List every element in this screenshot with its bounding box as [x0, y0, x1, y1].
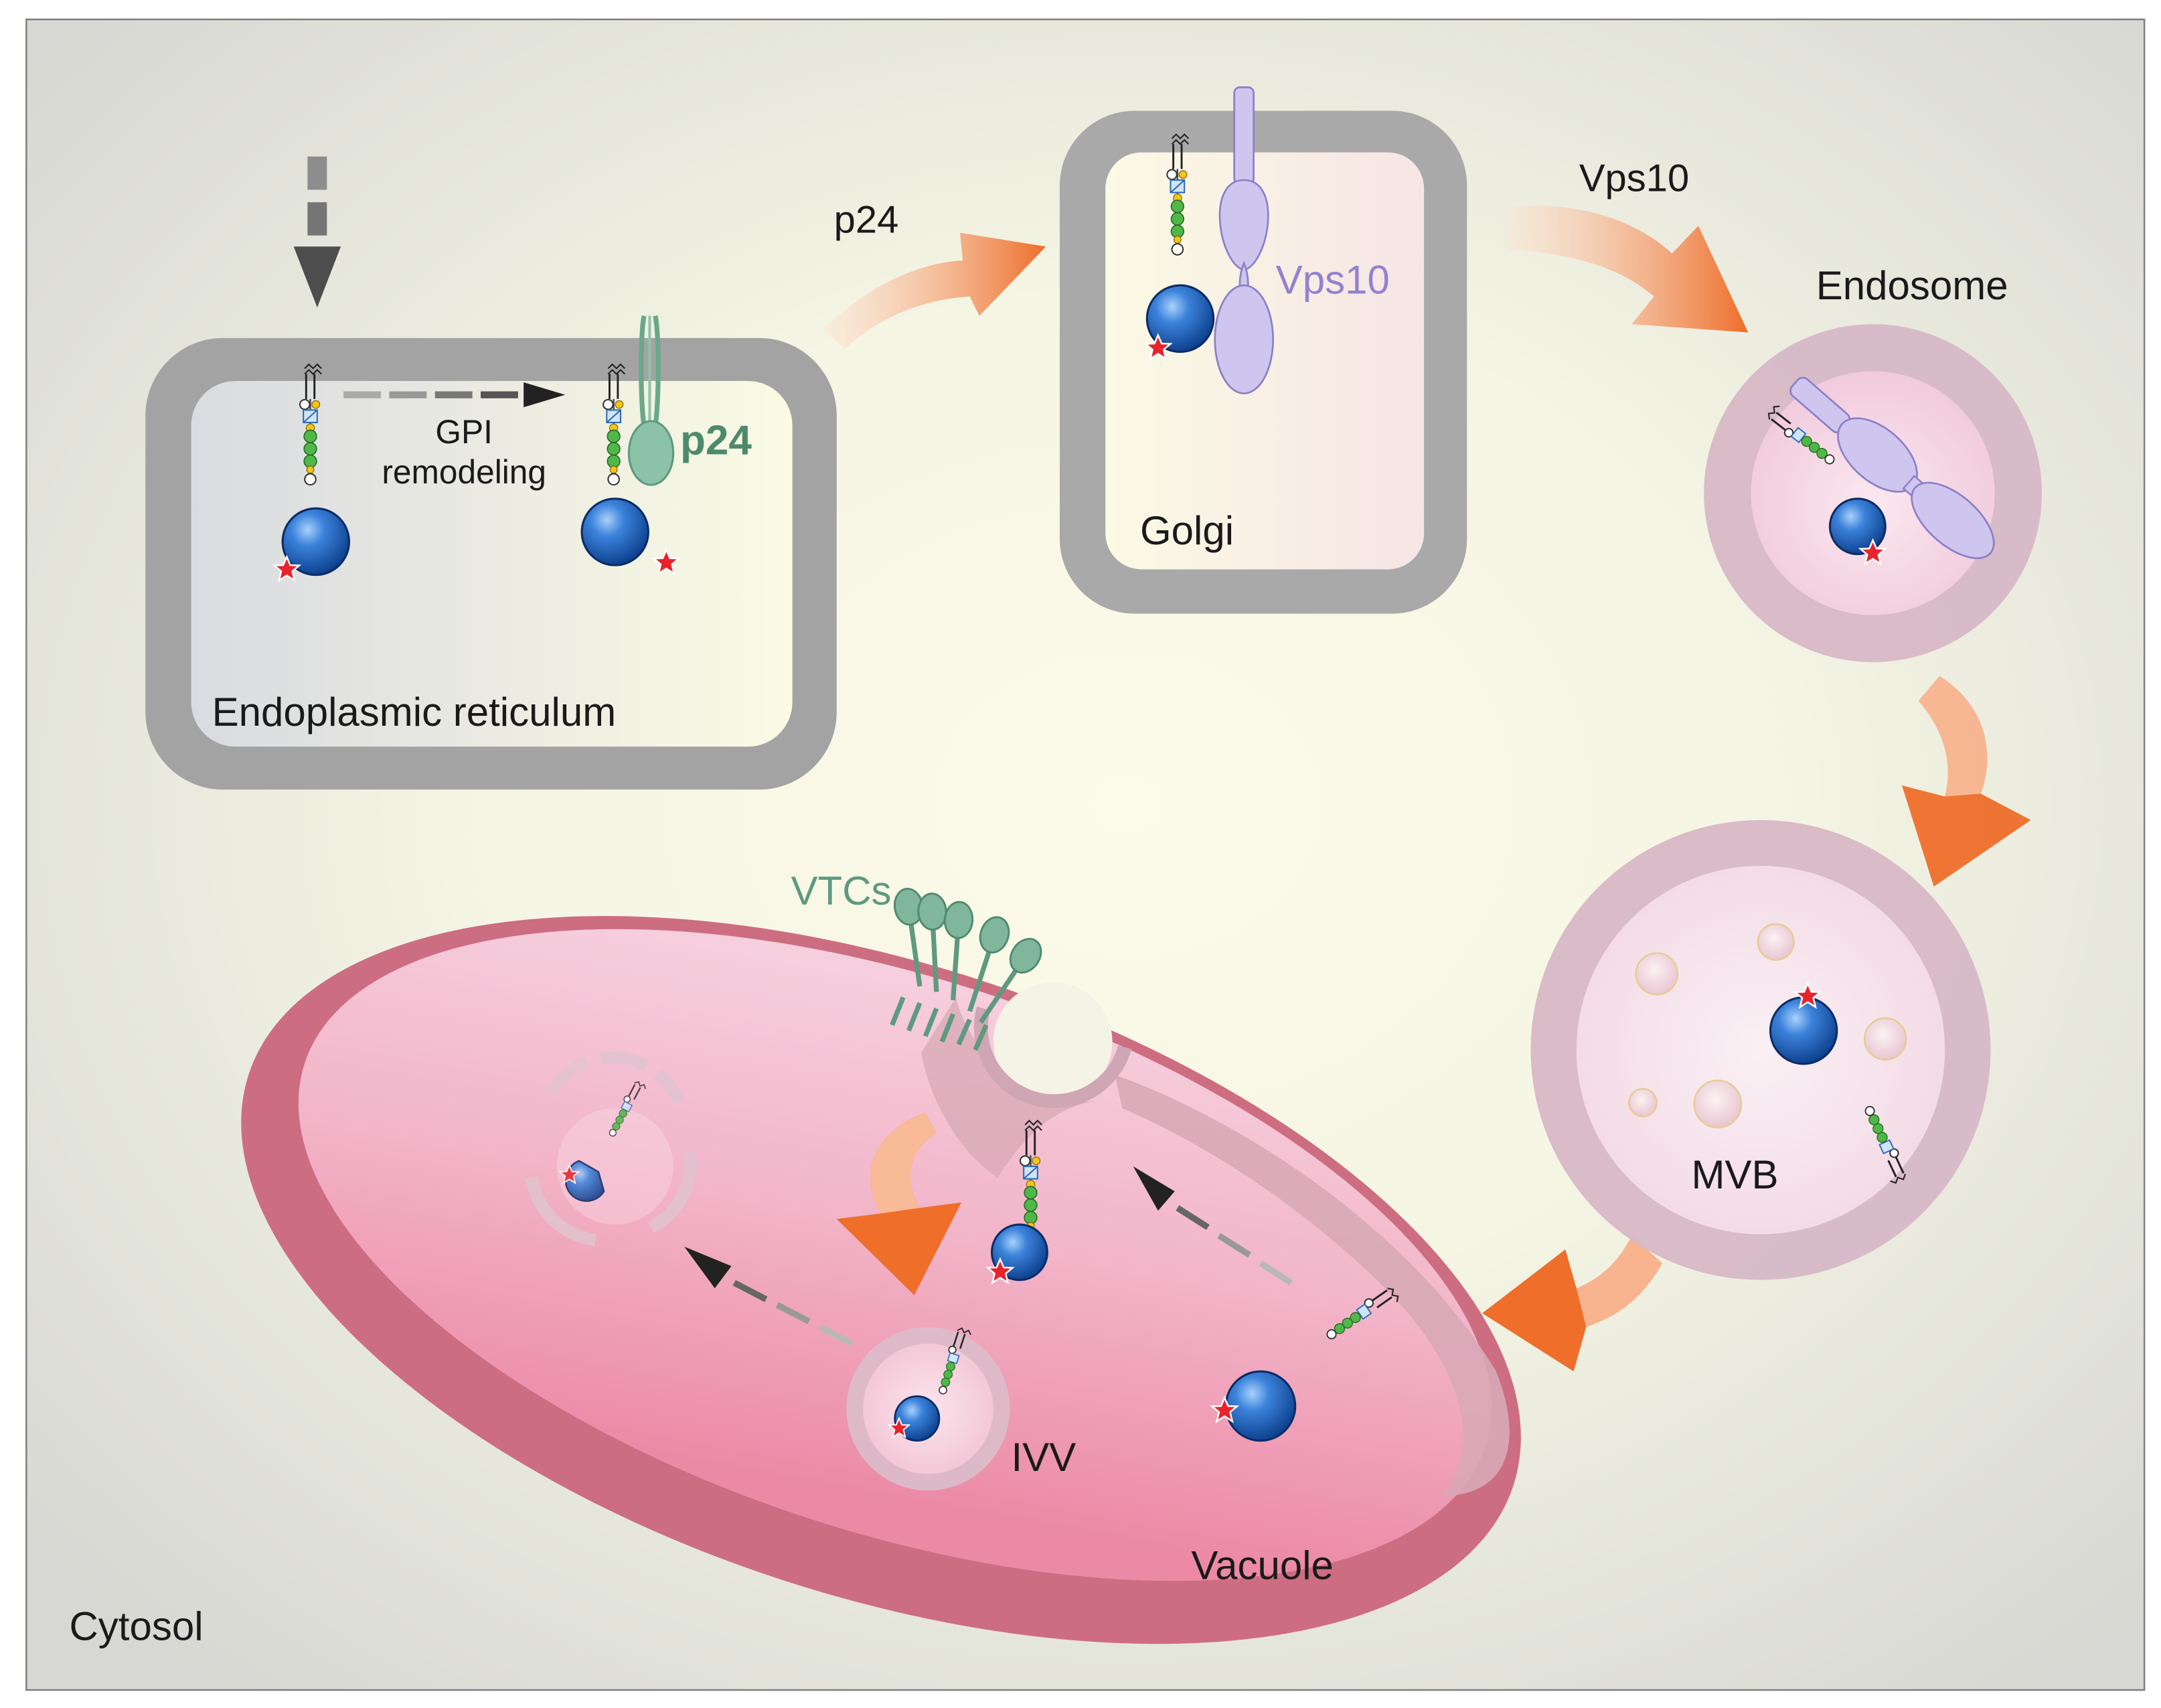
- arrow-endosome-to-mvb: [1902, 676, 2031, 887]
- endosome: [1704, 324, 2043, 662]
- er-label: Endoplasmic reticulum: [212, 690, 617, 734]
- mvb-cargo: [1769, 982, 1911, 1186]
- endosome-cargo: [1763, 402, 1887, 565]
- arrow-mvb-to-vacuole: [1482, 1235, 1663, 1372]
- vacuole-membrane-invagination: [973, 982, 1132, 1108]
- dashed-arrow-to-invagination: [1133, 1166, 1293, 1286]
- ivv: [846, 1325, 1010, 1491]
- arrow-golgi-to-endosome: [1507, 206, 1749, 333]
- ivv-label: IVV: [1012, 1435, 1076, 1480]
- arrow-er-to-golgi: [823, 232, 1046, 350]
- vps10-golgi-label: Vps10: [1276, 258, 1390, 303]
- gpi-remodeling-arrow: [343, 382, 566, 408]
- vps10-receptor-golgi: [1214, 86, 1274, 394]
- vacuole-membrane-cargo: [1211, 1282, 1402, 1442]
- p24-label: p24: [680, 418, 752, 464]
- vps10-arrow-label: Vps10: [1579, 157, 1689, 200]
- er-cargo-premature: [273, 363, 350, 582]
- vtc-complex: [890, 887, 1048, 1051]
- er-cargo-remodeled: [580, 363, 680, 574]
- golgi-cargo: [1145, 133, 1215, 360]
- mvb-intraluminal-vesicles: [1628, 923, 1907, 1129]
- vps10-receptor-endosome: [1789, 376, 1995, 560]
- vtcs-label: VTCs: [791, 868, 892, 913]
- mvb-label: MVB: [1692, 1152, 1779, 1197]
- dashed-arrow-to-degraded-ivv: [684, 1247, 854, 1346]
- incoming-arrow: [293, 156, 341, 308]
- gpi-remodeling-label-line1: GPI: [435, 413, 493, 451]
- cytosol-label: Cytosol: [69, 1604, 203, 1649]
- degraded-ivv: [526, 1051, 697, 1246]
- mvb: [1530, 820, 1991, 1280]
- endosome-label: Endosome: [1816, 263, 2008, 308]
- arrow-invagination-to-ivv: [836, 1112, 962, 1296]
- p24-arrow-label: p24: [834, 199, 899, 242]
- vacuole-label: Vacuole: [1192, 1543, 1334, 1588]
- golgi-label: Golgi: [1140, 508, 1234, 553]
- p24-receptor: [627, 315, 675, 486]
- vacuole-cargo-budding: [987, 1119, 1048, 1284]
- gpi-remodeling-label-line2: remodeling: [382, 453, 546, 491]
